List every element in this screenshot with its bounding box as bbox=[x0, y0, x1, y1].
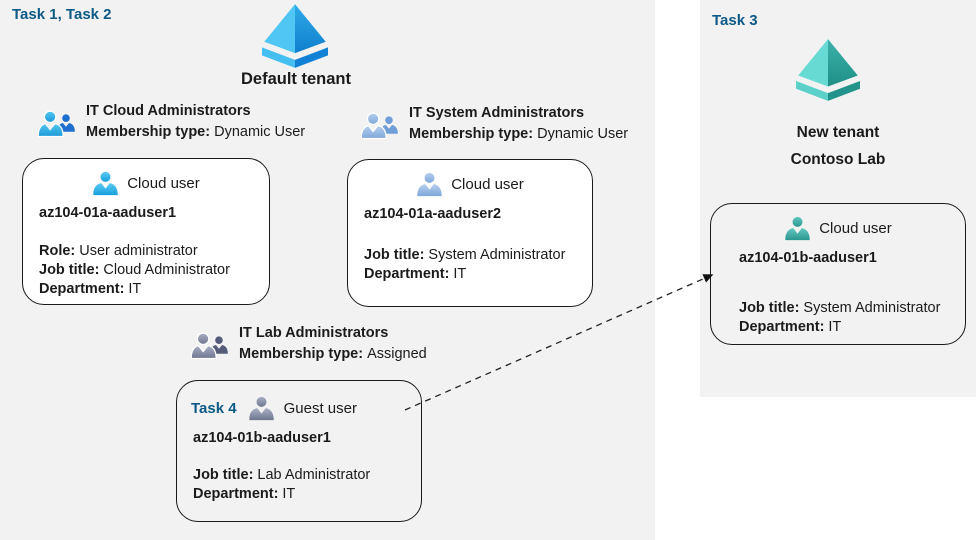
new-tenant-name-line1: New tenant bbox=[796, 124, 880, 141]
user-fields: Job title:System Administrator Departmen… bbox=[739, 299, 965, 337]
group-it-lab-administrators: IT Lab Administrators Membership type:As… bbox=[191, 325, 427, 362]
default-tenant-name: Default tenant bbox=[240, 70, 351, 88]
field-job-title: Job title:Cloud Administrator bbox=[39, 262, 230, 278]
cloud-user-icon bbox=[93, 171, 118, 195]
card-header: Task 4 Guest user bbox=[177, 393, 421, 423]
group-title: IT System Administrators bbox=[409, 105, 585, 121]
field-job-title: Job title:System Administrator bbox=[739, 300, 941, 316]
task-3-label: Task 3 bbox=[712, 12, 758, 29]
user-name: az104-01b-aaduser1 bbox=[739, 250, 877, 266]
cloud-user-icon bbox=[417, 172, 442, 196]
user-fields: Job title:System Administrator Departmen… bbox=[364, 246, 592, 284]
card-header: Cloud user bbox=[348, 169, 592, 199]
azure-ad-tenant-icon-blue bbox=[262, 4, 328, 68]
card-header: Cloud user bbox=[711, 213, 965, 243]
membership-type: Membership type:Assigned bbox=[239, 346, 427, 362]
user-name: az104-01a-aaduser2 bbox=[364, 206, 502, 222]
membership-type: Membership type:Dynamic User bbox=[409, 126, 629, 142]
group-title: IT Cloud Administrators bbox=[86, 103, 251, 119]
people-pair-icon bbox=[38, 110, 75, 138]
user-type-label: Guest user bbox=[283, 399, 357, 417]
people-pair-icon bbox=[361, 112, 398, 140]
user-card-aaduser2: Cloud user az104-01a-aaduser2 Job title:… bbox=[347, 159, 593, 307]
guest-user-card: Task 4 Guest user az104-01b-aaduser1 Job… bbox=[176, 380, 422, 522]
cloud-user-icon bbox=[785, 216, 810, 240]
azure-ad-tenant-icon-teal bbox=[796, 39, 860, 101]
task-4-label: Task 4 bbox=[191, 399, 237, 417]
new-tenant-name-line2: Contoso Lab bbox=[790, 151, 886, 168]
user-card-aaduser1: Cloud user az104-01a-aaduser1 Role:User … bbox=[22, 158, 270, 305]
guest-user-icon bbox=[248, 396, 274, 420]
field-department: Department:IT bbox=[364, 266, 467, 282]
field-job-title: Job title:System Administrator bbox=[364, 247, 566, 263]
field-department: Department:IT bbox=[739, 319, 842, 335]
user-name: az104-01b-aaduser1 bbox=[193, 430, 331, 446]
group-it-system-administrators: IT System Administrators Membership type… bbox=[361, 105, 628, 142]
task-1-2-label: Task 1, Task 2 bbox=[12, 6, 112, 23]
user-type-label: Cloud user bbox=[819, 219, 892, 237]
group-it-cloud-administrators: IT Cloud Administrators Membership type:… bbox=[38, 103, 305, 140]
group-title: IT Lab Administrators bbox=[239, 325, 389, 341]
user-type-label: Cloud user bbox=[451, 175, 524, 193]
user-type-label: Cloud user bbox=[127, 174, 200, 192]
new-tenant-user-card: Cloud user az104-01b-aaduser1 Job title:… bbox=[710, 203, 966, 345]
user-name: az104-01a-aaduser1 bbox=[39, 205, 177, 221]
user-fields: Job title:Lab Administrator Department:I… bbox=[193, 466, 421, 504]
field-department: Department:IT bbox=[39, 281, 142, 297]
user-fields: Role:User administrator Job title:Cloud … bbox=[39, 242, 269, 299]
people-pair-icon bbox=[191, 332, 228, 360]
card-header: Cloud user bbox=[23, 168, 269, 198]
field-role: Role:User administrator bbox=[39, 243, 198, 259]
field-job-title: Job title:Lab Administrator bbox=[193, 467, 371, 483]
field-department: Department:IT bbox=[193, 486, 296, 502]
membership-type: Membership type:Dynamic User bbox=[86, 124, 306, 140]
